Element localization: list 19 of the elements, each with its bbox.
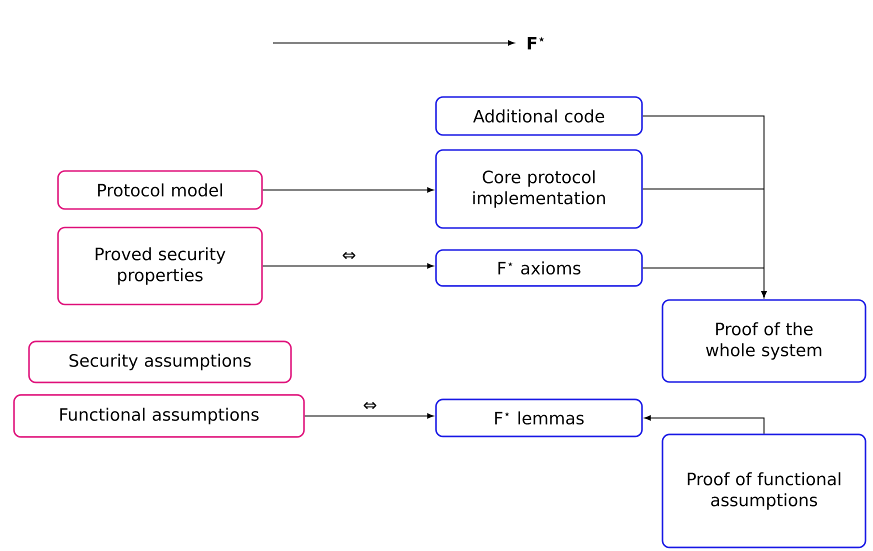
arrow	[304, 413, 434, 419]
arrow	[642, 267, 767, 298]
arrow	[272, 40, 514, 46]
edge-label: ⇔	[340, 250, 358, 262]
process-box: F$^{⋆}$ lemmas	[435, 398, 643, 438]
arrow	[262, 263, 434, 269]
input-box: Functional assumptions	[13, 394, 305, 438]
process-box: Proof of the whole system	[662, 299, 866, 383]
target-text: F$^{⋆}$	[528, 36, 544, 50]
process-box: Core protocol implementation	[435, 149, 643, 229]
edge-label: ⇔	[362, 400, 378, 412]
process-box: F$^{⋆}$ axioms	[435, 249, 643, 287]
process-box: Proof of functional assumptions	[662, 434, 866, 548]
arrow	[644, 415, 764, 434]
process-box: Additional code	[435, 96, 643, 136]
input-box: Security assumptions	[28, 340, 292, 384]
input-box: Protocol model	[57, 170, 263, 210]
arrow	[262, 187, 434, 193]
input-box: Proved security properties	[57, 226, 263, 306]
